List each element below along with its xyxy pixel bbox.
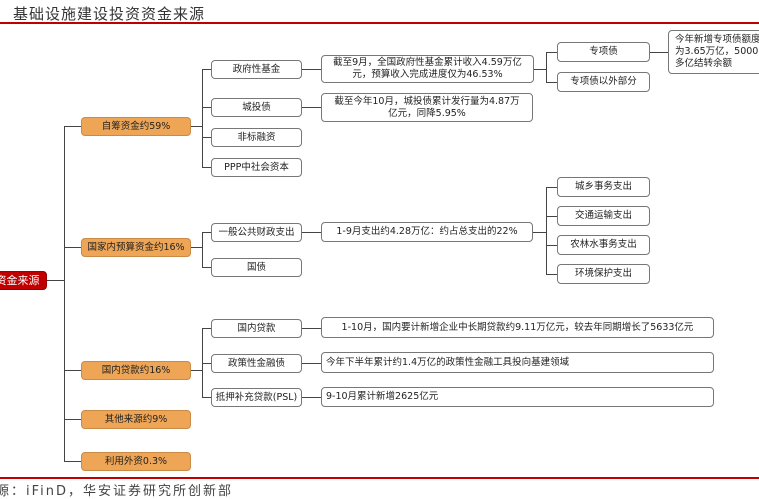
node-agriculture: 农林水事务支出 — [557, 235, 650, 255]
connector — [202, 69, 211, 70]
connector — [546, 52, 557, 53]
connector — [202, 363, 211, 364]
connector — [546, 82, 557, 83]
node-loan: 国内贷款 — [211, 319, 302, 338]
connector — [191, 370, 202, 371]
connector — [546, 52, 547, 82]
node-non-special-bond: 专项债以外部分 — [557, 72, 650, 92]
connector — [202, 267, 211, 268]
node-policy-bond: 政策性金融债 — [211, 354, 302, 373]
node-nonstandard: 非标融资 — [211, 128, 302, 147]
detail-loan: 1-10月，国内要计新增企业中长期贷款约9.11万亿元，较去年同期增长了5633… — [321, 317, 714, 338]
connector — [533, 232, 546, 233]
connector — [546, 245, 557, 246]
node-other: 其他来源约9% — [81, 410, 191, 429]
divider — [0, 477, 759, 479]
connector — [546, 187, 557, 188]
connector — [650, 52, 668, 53]
special-bond-note: 今年新增专项债额度为3.65万亿，5000多亿结转余额 — [668, 30, 759, 74]
divider — [0, 22, 759, 24]
connector — [302, 69, 321, 70]
connector — [191, 247, 202, 248]
connector — [302, 328, 321, 329]
node-public-finance: 一般公共财政支出 — [211, 223, 302, 242]
node-domestic-loan: 国内贷款约16% — [81, 361, 191, 380]
connector — [202, 328, 211, 329]
node-psl: 抵押补充贷款(PSL) — [211, 388, 302, 407]
connector — [202, 69, 203, 168]
connector — [64, 461, 81, 462]
connector — [64, 419, 81, 420]
root-node: 资金来源 — [0, 271, 47, 290]
detail-chengtou: 截至今年10月，城投债累计发行量为4.87万亿元，同降5.95% — [321, 93, 533, 122]
detail-public-finance: 1-9月支出约4.28万亿：约占总支出的22% — [321, 222, 533, 242]
node-special-bond: 专项债 — [557, 42, 650, 62]
connector — [302, 232, 321, 233]
node-ppp: PPP中社会资本 — [211, 158, 302, 177]
node-urban-rural: 城乡事务支出 — [557, 177, 650, 197]
node-budget: 国家内预算资金约16% — [81, 238, 191, 257]
node-gov-fund: 政府性基金 — [211, 60, 302, 79]
connector — [302, 107, 321, 108]
connector — [202, 232, 211, 233]
connector — [64, 247, 81, 248]
connector — [546, 187, 547, 274]
connector — [546, 274, 557, 275]
connector — [64, 370, 81, 371]
connector — [64, 126, 81, 127]
connector — [202, 232, 203, 268]
node-self-raised: 自筹资金约59% — [81, 117, 191, 136]
detail-gov-fund: 截至9月，全国政府性基金累计收入4.59万亿元，预算收入完成进度仅为46.53% — [321, 55, 534, 83]
connector — [64, 126, 65, 461]
connector — [546, 216, 557, 217]
connector — [47, 280, 64, 281]
detail-policy-bond: 今年下半年累计约1.4万亿的政策性金融工具投向基建领域 — [321, 352, 714, 373]
connector — [202, 167, 211, 168]
page-title: 基础设施建设投资资金来源 — [13, 5, 206, 23]
node-treasury: 国债 — [211, 258, 302, 277]
connector — [202, 107, 211, 108]
detail-psl: 9-10月累计新增2625亿元 — [321, 387, 714, 407]
connector — [534, 69, 546, 70]
connector — [302, 363, 321, 364]
connector — [202, 397, 211, 398]
node-foreign: 利用外资0.3% — [81, 452, 191, 471]
source-note: 源：iFinD，华安证券研究所创新部 — [0, 484, 234, 499]
connector — [191, 126, 202, 127]
node-environment: 环境保护支出 — [557, 264, 650, 284]
node-transport: 交通运输支出 — [557, 206, 650, 226]
connector — [302, 397, 321, 398]
node-chengtou: 城投债 — [211, 98, 302, 117]
connector — [202, 137, 211, 138]
